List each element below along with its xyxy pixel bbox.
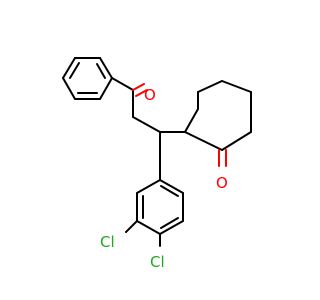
bond-double-inner: [160, 185, 179, 197]
bond: [99, 77, 113, 100]
atom-labels: O O Cl Cl: [100, 86, 228, 271]
bond: [136, 220, 161, 235]
bond: [159, 179, 184, 194]
bond: [111, 77, 134, 91]
carbonyl-bond: [135, 89, 148, 97]
bond: [62, 57, 76, 79]
phenyl-ring: [62, 57, 113, 100]
bond-double-inner: [160, 217, 179, 229]
dichlorophenyl-ring: [125, 179, 184, 247]
cyclohexanone-ring: [184, 80, 252, 167]
molecule-diagram: O O Cl Cl: [62, 57, 252, 271]
bond: [221, 131, 252, 151]
bond: [132, 116, 161, 133]
carbonyl-bond: [132, 83, 145, 91]
bond: [159, 220, 184, 235]
oxygen-label: O: [144, 86, 156, 104]
bond: [62, 77, 76, 100]
bond: [125, 220, 138, 233]
bond: [136, 179, 161, 194]
chlorine-label: Cl: [100, 233, 115, 251]
propanone-chain: [111, 77, 186, 181]
bond: [99, 57, 113, 79]
bond-double-inner: [96, 63, 106, 79]
bond: [197, 80, 223, 93]
chlorine-label: Cl: [150, 253, 165, 271]
structure-canvas: O O Cl Cl: [62, 57, 252, 271]
bond: [184, 131, 223, 151]
bond-double-inner: [69, 62, 80, 79]
bond: [184, 108, 199, 133]
bond: [221, 80, 252, 93]
oxygen-label: O: [216, 174, 228, 192]
